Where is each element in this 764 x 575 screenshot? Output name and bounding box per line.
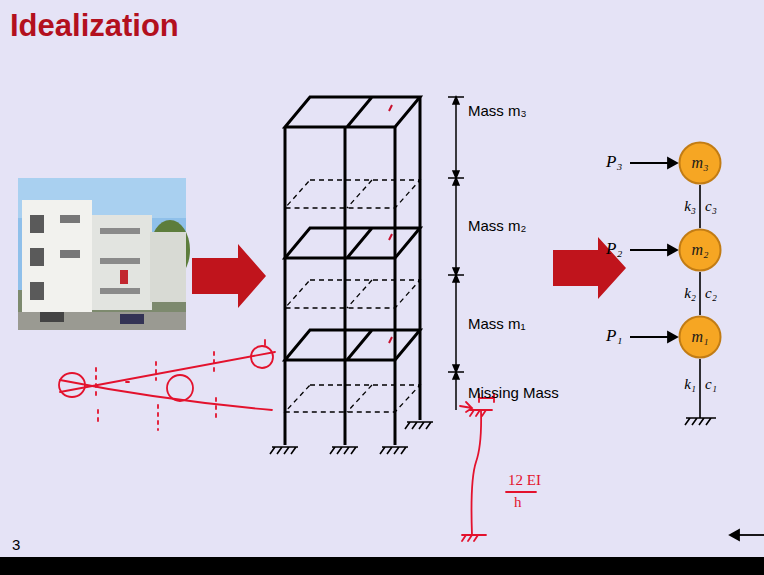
mass-label: Mass m₃ <box>468 102 527 119</box>
mass-circle: m₁ <box>678 315 722 359</box>
mass-label: m₁ <box>691 328 708 346</box>
page-number: 3 <box>12 536 20 553</box>
frame-drawing <box>285 97 420 445</box>
hand-sketch <box>59 340 536 541</box>
mass-circle: m₂ <box>678 228 722 272</box>
stiffness-label: k₃ <box>684 198 696 215</box>
spring-link <box>699 272 701 315</box>
damping-label: c₁ <box>705 376 717 393</box>
handwritten-note: h <box>514 494 522 511</box>
mass-circle: m₃ <box>678 141 722 185</box>
handwritten-note: 12 EI <box>508 472 541 489</box>
building-photo <box>18 178 190 330</box>
flow-arrow <box>553 237 626 299</box>
mass-label: m₂ <box>691 241 708 259</box>
mass-label: Mass m₂ <box>468 217 526 234</box>
spring-link <box>699 185 701 228</box>
damping-label: c₂ <box>705 285 717 302</box>
mass-label: Mass m₁ <box>468 315 526 332</box>
fixed-support <box>270 422 433 454</box>
slide-title: Idealization <box>10 8 179 44</box>
dimension-line <box>448 97 464 410</box>
frame-mark <box>389 105 392 343</box>
damping-label: c₃ <box>705 198 717 215</box>
footer-bar <box>0 557 764 575</box>
force-label: P₁ <box>606 326 622 346</box>
flow-arrow <box>192 244 266 308</box>
stiffness-label: k₂ <box>684 285 696 302</box>
stick-support <box>685 359 716 425</box>
mass-label: m₃ <box>691 154 708 172</box>
mass-label: Missing Mass <box>468 384 559 401</box>
force-arrow <box>630 158 764 540</box>
stiffness-label: k₁ <box>684 376 696 393</box>
force-label: P₂ <box>606 239 622 259</box>
force-label: P₃ <box>606 152 622 172</box>
dashed-plane <box>285 180 420 412</box>
